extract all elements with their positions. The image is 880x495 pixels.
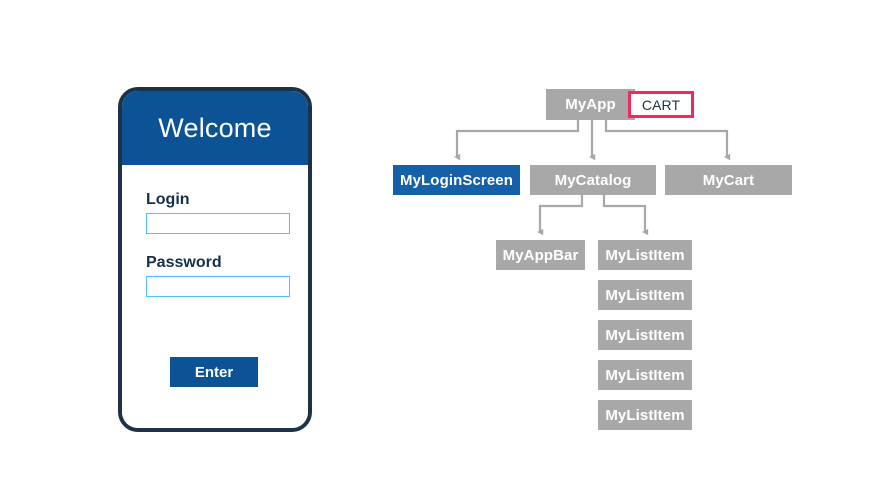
tree-node-mylistitem-4[interactable]: MyListItem — [598, 360, 692, 390]
tree-node-mylistitem-3[interactable]: MyListItem — [598, 320, 692, 350]
password-input[interactable] — [146, 276, 290, 297]
tree-node-label: MyListItem — [605, 326, 685, 344]
phone-mockup: Welcome Login Password Enter — [118, 87, 312, 432]
tree-node-myapp[interactable]: MyApp — [546, 89, 635, 120]
phone-header-bar: Welcome — [122, 91, 308, 165]
password-field-label: Password — [146, 254, 222, 271]
tree-node-mylistitem-1[interactable]: MyListItem — [598, 240, 692, 270]
tree-node-mylistitem-2[interactable]: MyListItem — [598, 280, 692, 310]
tree-node-myloginscreen[interactable]: MyLoginScreen — [393, 165, 520, 195]
tree-node-label: MyCart — [702, 171, 755, 189]
tree-node-myappbar[interactable]: MyAppBar — [496, 240, 585, 270]
login-field-label: Login — [146, 191, 190, 208]
login-form: Login Password Enter — [122, 165, 308, 428]
enter-button[interactable]: Enter — [170, 357, 258, 387]
tree-node-label: MyLoginScreen — [400, 171, 513, 189]
tree-node-cart[interactable]: CART — [628, 91, 694, 118]
tree-node-label: MyCatalog — [554, 171, 632, 189]
tree-node-mycatalog[interactable]: MyCatalog — [530, 165, 656, 195]
login-input[interactable] — [146, 213, 290, 234]
tree-node-mycart[interactable]: MyCart — [665, 165, 792, 195]
tree-node-label: MyAppBar — [502, 246, 579, 264]
tree-node-label: MyApp — [565, 96, 616, 113]
tree-node-label: MyListItem — [605, 406, 685, 424]
welcome-title: Welcome — [158, 112, 272, 143]
tree-node-label: MyListItem — [605, 366, 685, 384]
tree-node-label: MyListItem — [605, 286, 685, 304]
tree-node-mylistitem-5[interactable]: MyListItem — [598, 400, 692, 430]
tree-node-label: MyListItem — [605, 246, 685, 264]
tree-node-label: CART — [641, 96, 681, 113]
